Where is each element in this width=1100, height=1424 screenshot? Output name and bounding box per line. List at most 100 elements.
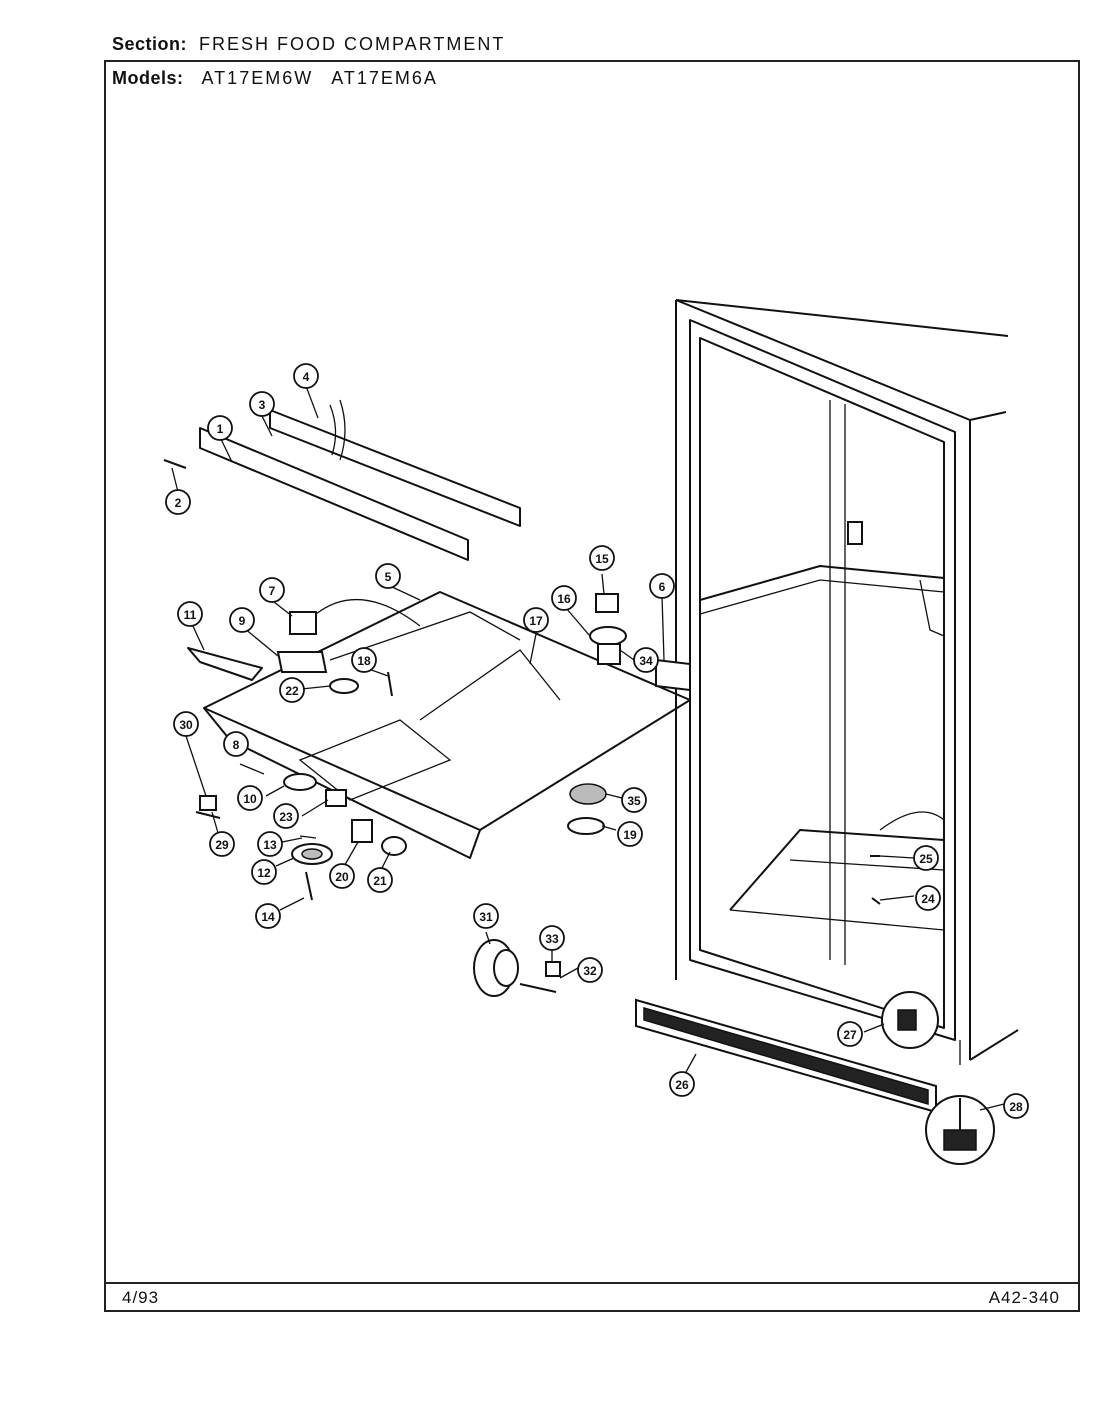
- callout-number: 22: [285, 684, 299, 698]
- page-reference: A42-340: [988, 1288, 1060, 1307]
- model-number: AT17EM6A: [331, 68, 438, 88]
- callout-number: 6: [659, 580, 666, 594]
- part-29-30-clip: [195, 795, 221, 819]
- callout-number: 3: [259, 398, 266, 412]
- callout-circle: [633, 647, 659, 673]
- callout-circle: [913, 845, 939, 871]
- callout-circle: [293, 363, 319, 389]
- callout-16: 16: [551, 585, 577, 611]
- part-31-wheel: [473, 939, 519, 997]
- callout-7: 7: [259, 577, 285, 603]
- footer-divider: [104, 1282, 1080, 1284]
- part-26-grille: [635, 998, 937, 1114]
- part-2-screw: [163, 459, 187, 469]
- callout-circle: [523, 607, 549, 633]
- callout-12: 12: [251, 859, 277, 885]
- callout-circle: [1003, 1093, 1029, 1119]
- callout-14: 14: [255, 903, 281, 929]
- callout-21: 21: [367, 867, 393, 893]
- callout-circle: [237, 785, 263, 811]
- part-32-pin: [519, 983, 557, 993]
- callout-35: 35: [621, 787, 647, 813]
- callout-4: 4: [293, 363, 319, 389]
- callout-number: 9: [239, 614, 246, 628]
- callout-circle: [279, 677, 305, 703]
- part-18-screw: [387, 671, 393, 697]
- callout-15: 15: [589, 545, 615, 571]
- callout-circle: [329, 863, 355, 889]
- callout-number: 34: [639, 654, 653, 668]
- part-10-socket: [283, 773, 317, 791]
- callout-circle: [209, 831, 235, 857]
- revision-date: 4/93: [122, 1288, 160, 1307]
- part-13-wire: [299, 835, 317, 839]
- part-15-sensor: [595, 593, 619, 613]
- callout-number: 10: [243, 792, 257, 806]
- callout-33: 33: [539, 925, 565, 951]
- callout-circle: [473, 903, 499, 929]
- callout-number: 12: [257, 866, 271, 880]
- callout-23: 23: [273, 803, 299, 829]
- callout-number: 32: [583, 964, 597, 978]
- callout-30: 30: [173, 711, 199, 737]
- part-7-switch: [289, 598, 421, 635]
- callout-17: 17: [523, 607, 549, 633]
- part-27-clip-detail: [881, 991, 939, 1049]
- callout-2: 2: [165, 489, 191, 515]
- callout-25: 25: [913, 845, 939, 871]
- callout-8: 8: [223, 731, 249, 757]
- callout-5: 5: [375, 563, 401, 589]
- callout-number: 28: [1009, 1100, 1023, 1114]
- part-19-ring: [567, 817, 605, 835]
- callout-13: 13: [257, 831, 283, 857]
- callout-number: 4: [303, 370, 310, 384]
- callout-circle: [257, 831, 283, 857]
- callout-circle: [249, 391, 275, 417]
- callout-circle: [177, 601, 203, 627]
- callout-circle: [273, 803, 299, 829]
- callout-circle: [649, 573, 675, 599]
- callout-6: 6: [649, 573, 675, 599]
- part-33-clip: [545, 961, 561, 977]
- callout-number: 24: [921, 892, 935, 906]
- callout-26: 26: [669, 1071, 695, 1097]
- callout-number: 20: [335, 870, 349, 884]
- callout-18: 18: [351, 647, 377, 673]
- callout-27: 27: [837, 1021, 863, 1047]
- callout-circle: [837, 1021, 863, 1047]
- callout-circle: [173, 711, 199, 737]
- section-heading: Section:FRESH FOOD COMPARTMENT: [112, 34, 505, 55]
- diagram-frame: [104, 60, 1080, 1312]
- part-1-rail: [199, 427, 469, 561]
- part-28-leveling-leg: [925, 1095, 995, 1165]
- callout-22: 22: [279, 677, 305, 703]
- callout-circle: [223, 731, 249, 757]
- part-23-clip: [325, 789, 347, 807]
- callout-10: 10: [237, 785, 263, 811]
- callout-circle: [229, 607, 255, 633]
- callout-24: 24: [915, 885, 941, 911]
- callout-9: 9: [229, 607, 255, 633]
- callout-number: 18: [357, 654, 371, 668]
- part-6-bracket: [655, 658, 691, 692]
- callout-11: 11: [177, 601, 203, 627]
- part-3-4-bracket: [269, 399, 521, 527]
- callout-number: 17: [529, 614, 543, 628]
- callout-number: 16: [557, 592, 571, 606]
- callout-circle: [577, 957, 603, 983]
- part-5-light-shield: [203, 591, 691, 859]
- callout-circle: [165, 489, 191, 515]
- part-11-clip: [187, 647, 263, 681]
- callout-number: 26: [675, 1078, 689, 1092]
- callout-circle: [375, 563, 401, 589]
- part-20-lamp-socket: [351, 819, 373, 843]
- part-14-screw: [305, 871, 313, 901]
- callout-circle: [367, 867, 393, 893]
- callout-32: 32: [577, 957, 603, 983]
- callout-circle: [669, 1071, 695, 1097]
- callout-number: 29: [215, 838, 229, 852]
- callout-circle: [551, 585, 577, 611]
